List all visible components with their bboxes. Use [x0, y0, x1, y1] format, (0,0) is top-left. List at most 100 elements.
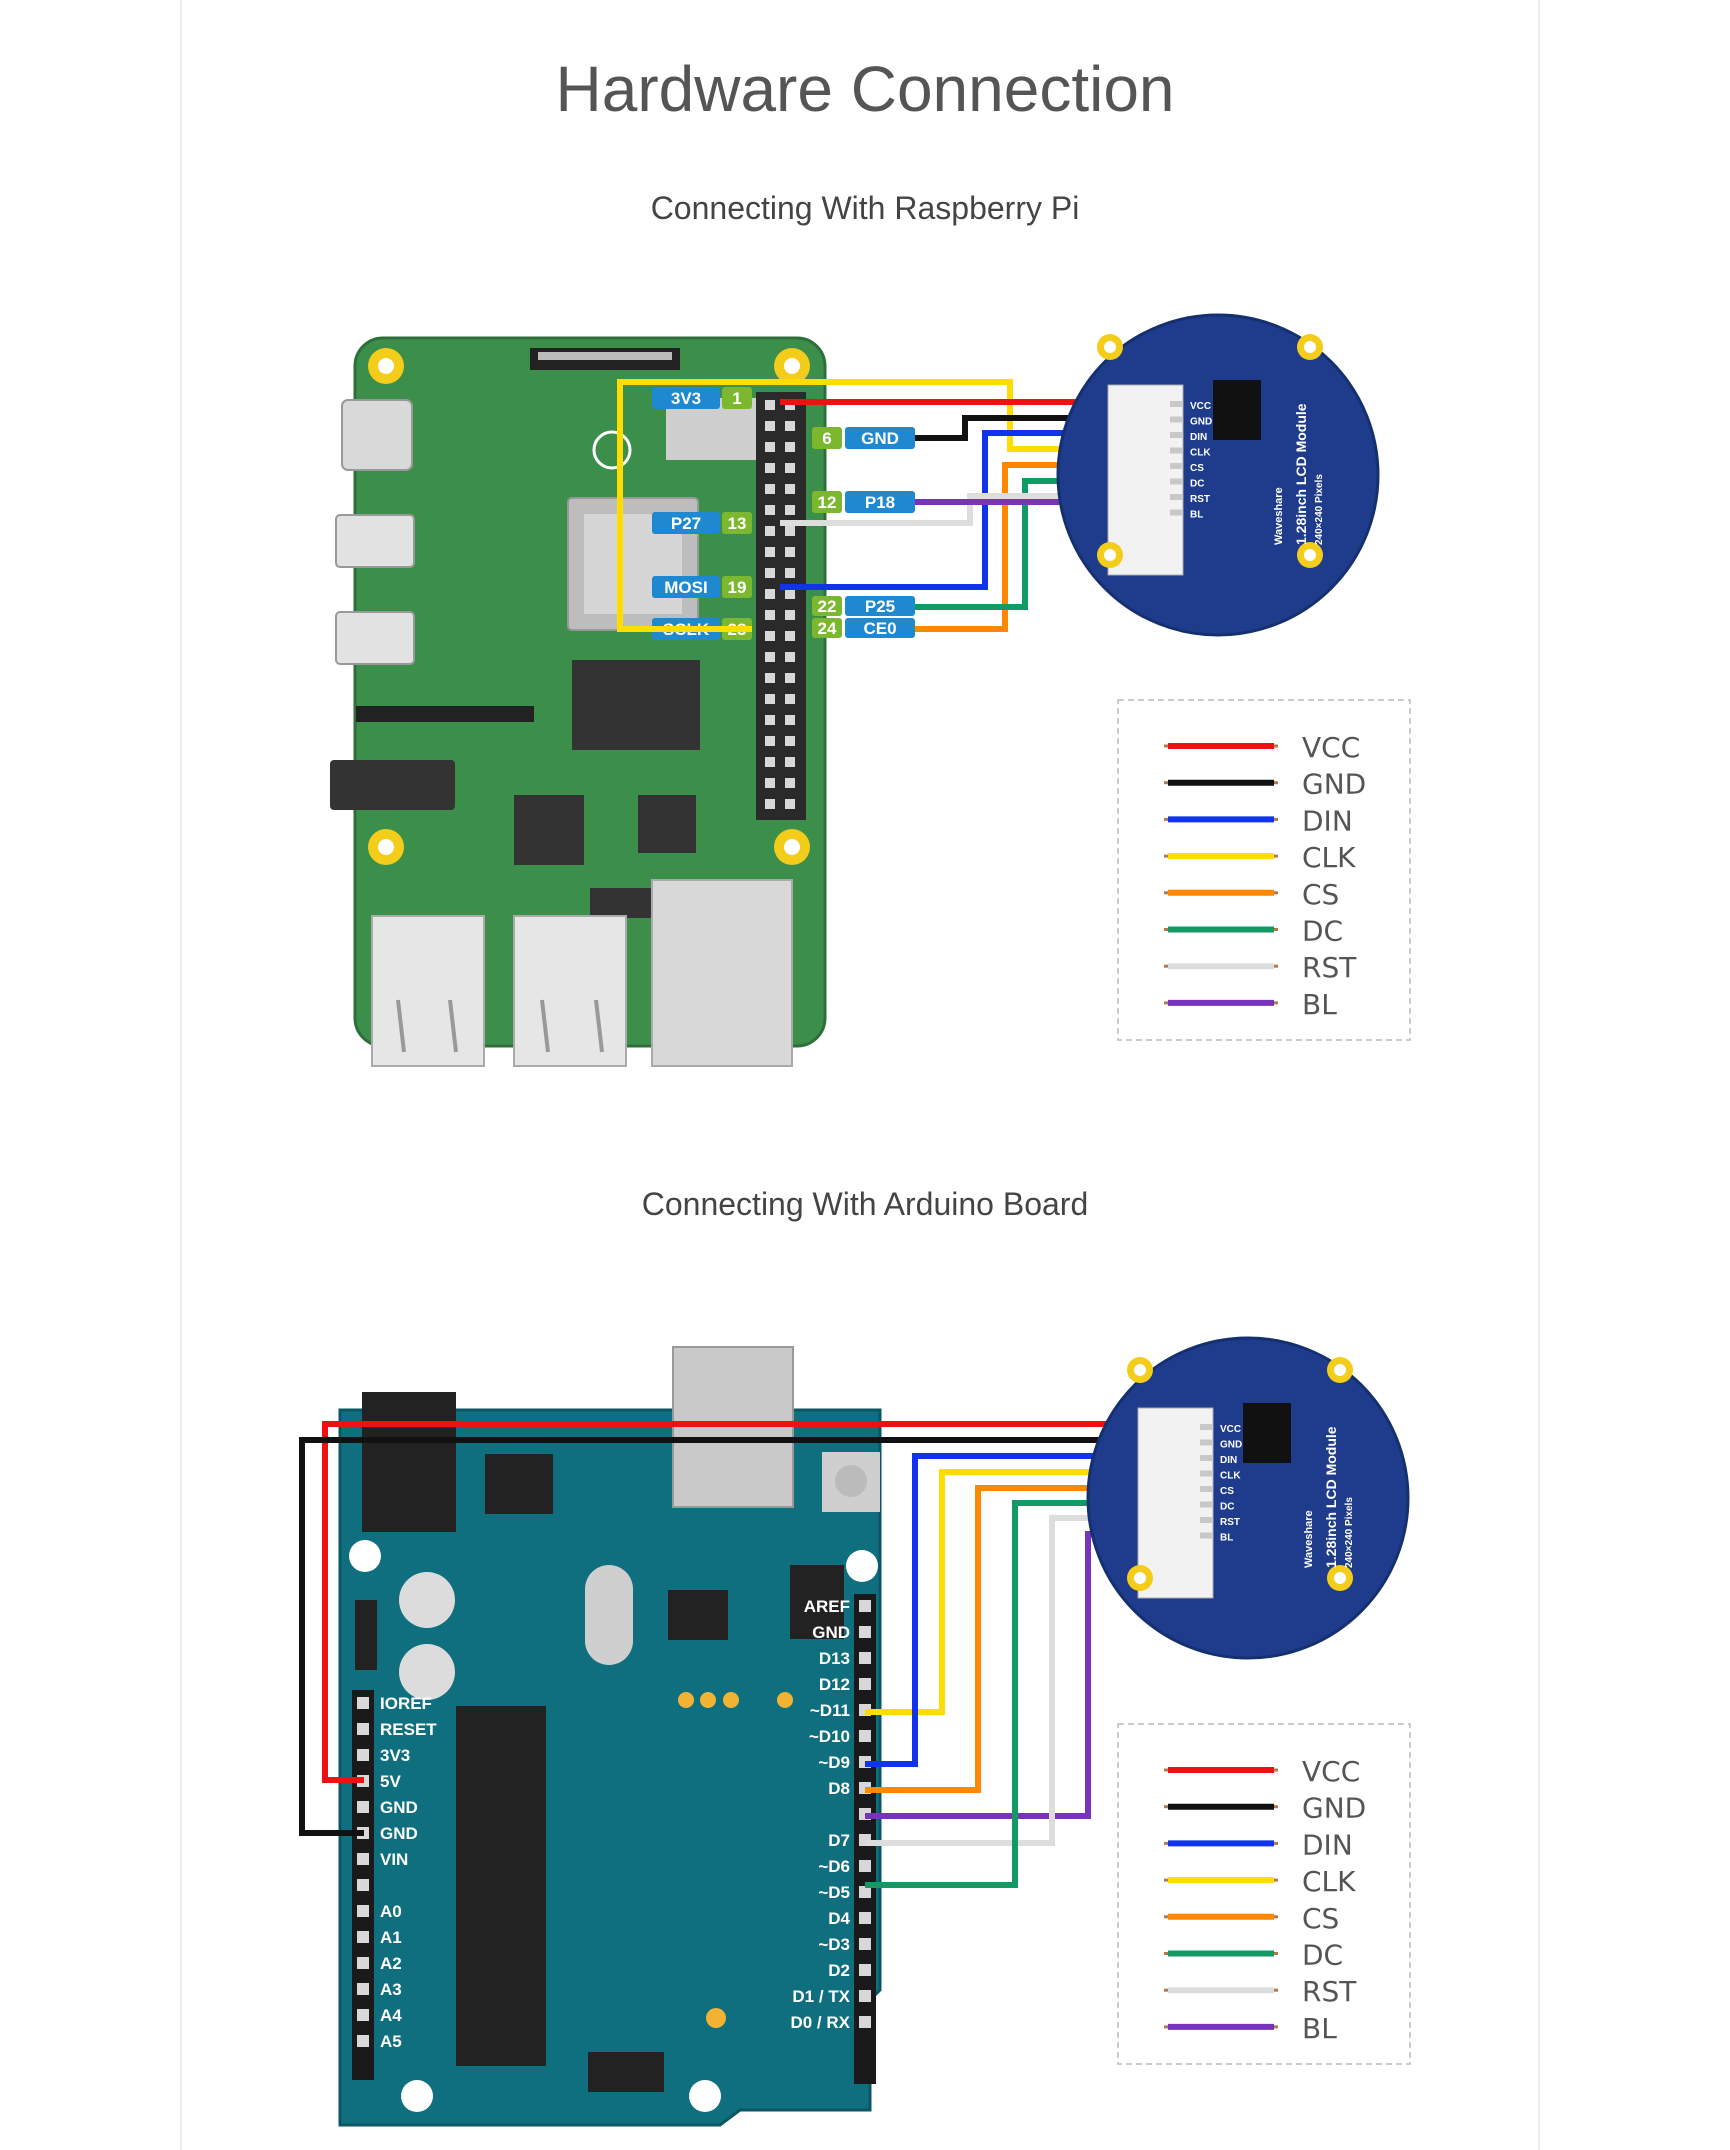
- raspberry-pi-board: [330, 336, 827, 1067]
- legend-label-cs: CS: [1302, 1902, 1339, 1935]
- arduino-pin-label: VIN: [380, 1850, 408, 1869]
- arduino-pin-label: ~D11: [810, 1701, 850, 1720]
- arduino-pin-label: D7: [828, 1831, 850, 1850]
- arduino-pin-label: A4: [380, 2006, 402, 2025]
- legend-label-vcc: VCC: [1302, 731, 1360, 764]
- svg-text:24: 24: [818, 619, 837, 638]
- legend-frame: [1117, 699, 1411, 1041]
- wire-gnd: [299, 1437, 1186, 1836]
- arduino-pin-label: GND: [380, 1824, 418, 1843]
- arduino-pin-label: D0 / RX: [790, 2013, 850, 2032]
- lcd-resolution: 240×240 Pixels: [1344, 1497, 1355, 1568]
- lcd-pin-label: DC: [1220, 1502, 1234, 1513]
- wire-gnd: [915, 415, 1164, 441]
- section-title-arduino: Connecting With Arduino Board: [641, 1186, 1089, 1222]
- section-title-raspberry-pi: Connecting With Raspberry Pi: [650, 190, 1080, 226]
- lcd-pin-label: BL: [1190, 510, 1203, 521]
- legend-label-gnd: GND: [1302, 768, 1366, 801]
- lcd-brand: Waveshare: [1273, 487, 1285, 545]
- rpi-pin-p25: 22 P25: [812, 596, 915, 616]
- gpio-pin: [785, 484, 795, 494]
- lcd-pin-label: CLK: [1190, 448, 1211, 459]
- arduino-pin-label: GND: [812, 1623, 850, 1642]
- lcd-pin-label: CS: [1190, 463, 1204, 474]
- gpio-pin: [765, 589, 775, 599]
- gpio-pin: [785, 778, 795, 788]
- svg-text:22: 22: [818, 597, 837, 616]
- legend-frame: [1117, 1723, 1411, 2065]
- svg-text:P25: P25: [865, 597, 895, 616]
- arduino-pin-label: IOREF: [380, 1694, 432, 1713]
- svg-text:6: 6: [822, 429, 831, 448]
- wire-vcc: [322, 1421, 1186, 1783]
- gpio-pin: [765, 715, 775, 725]
- gpio-pin: [765, 484, 775, 494]
- legend-label-cs: CS: [1302, 878, 1339, 911]
- svg-text:19: 19: [728, 578, 747, 597]
- content-panel: [180, 0, 1540, 2150]
- arduino-pin-label: D8: [828, 1779, 850, 1798]
- rpi-pin-ce0: 24 CE0: [812, 618, 915, 638]
- lcd-pin-label: RST: [1220, 1517, 1240, 1528]
- lcd-pin-label: DIN: [1190, 432, 1207, 443]
- legend-label-dc: DC: [1302, 1939, 1343, 1972]
- rpi-pin-3v3: 3V3 1: [652, 387, 752, 409]
- lcd-pin-label: DIN: [1220, 1455, 1237, 1466]
- rpi-pin-p18: 12 P18: [812, 491, 915, 513]
- lcd-pin-label: CS: [1220, 1486, 1234, 1497]
- gpio-pin: [785, 526, 795, 536]
- svg-text:CE0: CE0: [863, 619, 896, 638]
- arduino-pin-label: A5: [380, 2032, 402, 2051]
- legend-label-din: DIN: [1302, 804, 1353, 837]
- lcd-pin-label: VCC: [1190, 401, 1211, 412]
- gpio-pin: [785, 736, 795, 746]
- page-title: Hardware Connection: [555, 53, 1175, 125]
- arduino-pin-label: 5V: [380, 1772, 401, 1791]
- gpio-pin: [785, 547, 795, 557]
- gpio-pin: [765, 778, 775, 788]
- arduino-pin-label: 3V3: [380, 1746, 410, 1765]
- lcd-resolution: 240×240 Pixels: [1314, 474, 1325, 545]
- arduino-pin-label: D1 / TX: [792, 1987, 850, 2006]
- wire-din: [865, 1453, 1186, 1767]
- arduino-pin-label: D13: [819, 1649, 850, 1668]
- gpio-pin: [785, 715, 795, 725]
- arduino-pin-label: A3: [380, 1980, 402, 1999]
- svg-text:12: 12: [818, 493, 837, 512]
- legend-label-rst: RST: [1302, 1975, 1357, 2008]
- lcd-pin-label: GND: [1190, 417, 1212, 428]
- gpio-pin: [765, 757, 775, 767]
- gpio-pin: [785, 652, 795, 662]
- legend-label-din: DIN: [1302, 1828, 1353, 1861]
- gpio-pin: [765, 505, 775, 515]
- svg-text:P18: P18: [865, 493, 895, 512]
- arduino-pin-label: ~D10: [809, 1727, 850, 1746]
- gpio-pin: [765, 463, 775, 473]
- lcd-brand: Waveshare: [1303, 1510, 1315, 1568]
- gpio-pin: [765, 694, 775, 704]
- gpio-header: [765, 400, 795, 809]
- legend-label-rst: RST: [1302, 951, 1357, 984]
- legend-label-dc: DC: [1302, 915, 1343, 948]
- gpio-pin: [765, 799, 775, 809]
- svg-text:MOSI: MOSI: [664, 578, 707, 597]
- wire-clk: [617, 379, 1164, 632]
- arduino-pin-label: ~D9: [818, 1753, 850, 1772]
- gpio-pin: [785, 799, 795, 809]
- gpio-pin: [785, 694, 795, 704]
- gpio-pin: [785, 757, 795, 767]
- svg-text:1: 1: [732, 389, 741, 408]
- arduino-pin-label: A0: [380, 1902, 402, 1921]
- gpio-pin: [765, 442, 775, 452]
- wire-clk: [865, 1469, 1186, 1715]
- rpi-pin-gnd: 6 GND: [812, 427, 915, 449]
- gpio-pin: [785, 463, 795, 473]
- gpio-pin: [765, 526, 775, 536]
- gpio-pin: [785, 673, 795, 683]
- arduino-pin-label: RESET: [380, 1720, 437, 1739]
- gpio-pin: [765, 421, 775, 431]
- arduino-pin-label: A2: [380, 1954, 402, 1973]
